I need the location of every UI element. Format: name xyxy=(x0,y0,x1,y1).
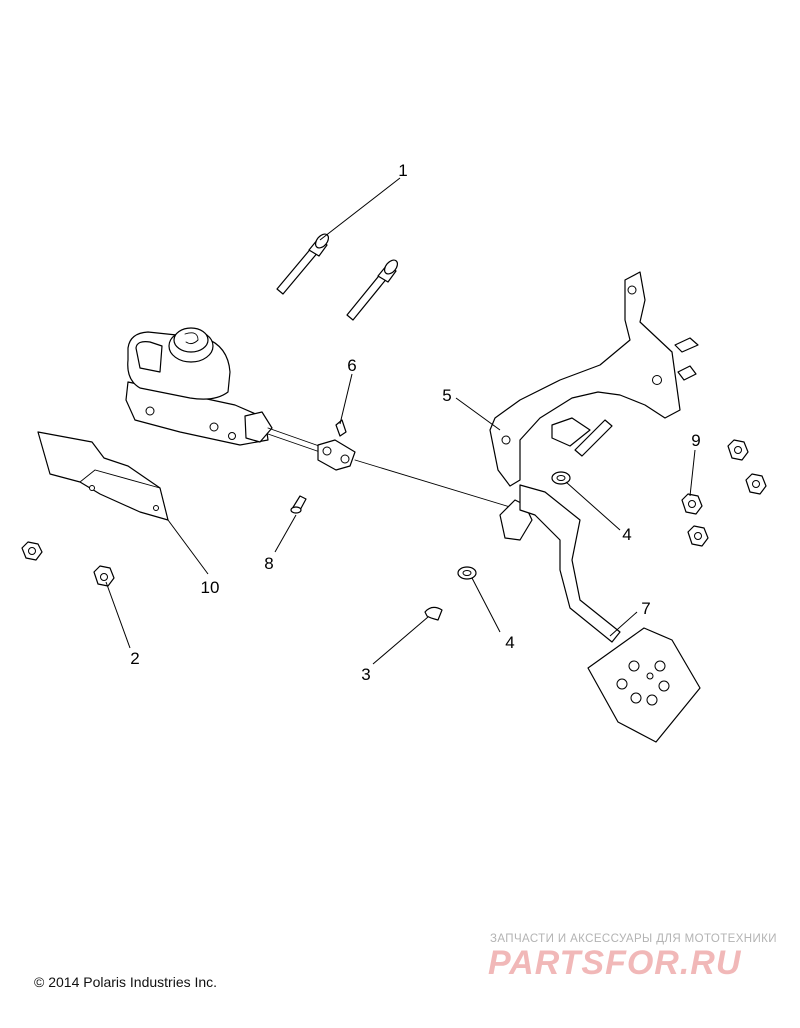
leader-6 xyxy=(339,373,353,425)
nut-right-1 xyxy=(727,439,749,461)
leader-5 xyxy=(455,397,501,431)
watermark-brand: PARTSFOR.RU xyxy=(488,944,742,982)
washer-upper xyxy=(551,471,571,485)
nut-left-upper xyxy=(21,541,43,561)
bolt-upper xyxy=(276,233,330,295)
callout-2: 2 xyxy=(130,649,139,668)
nut-left-lower xyxy=(93,565,115,587)
copyright-notice: © 2014 Polaris Industries Inc. xyxy=(34,974,218,990)
leader-7 xyxy=(609,611,638,637)
callout-4b: 4 xyxy=(505,633,514,652)
callout-7: 7 xyxy=(641,599,650,618)
leader-9 xyxy=(689,449,696,497)
e-clip xyxy=(424,606,443,621)
nut-right-2 xyxy=(745,473,767,495)
callout-8: 8 xyxy=(264,554,273,573)
callout-10: 10 xyxy=(201,578,220,597)
nut-right-3 xyxy=(681,493,703,515)
leader-4b xyxy=(471,577,501,633)
clevis-pin xyxy=(290,495,307,514)
callout-3: 3 xyxy=(361,665,370,684)
leader-3 xyxy=(372,616,429,665)
leader-4a xyxy=(565,481,621,531)
pedal-mount-bracket xyxy=(489,271,699,487)
callout-5: 5 xyxy=(442,386,451,405)
leader-10 xyxy=(167,519,209,575)
callout-4a: 4 xyxy=(622,525,631,544)
leader-8 xyxy=(274,514,297,553)
bolt-lower xyxy=(346,259,399,321)
callout-6: 6 xyxy=(347,356,356,375)
watermark-tagline: ЗАПЧАСТИ И АКСЕССУАРЫ ДЛЯ МОТОТЕХНИКИ xyxy=(490,933,777,945)
clevis xyxy=(317,419,356,471)
callout-9: 9 xyxy=(691,431,700,450)
master-cylinder xyxy=(125,327,323,453)
washer-lower xyxy=(457,566,477,580)
callout-1: 1 xyxy=(398,161,407,180)
leader-1 xyxy=(319,177,401,241)
heat-shield xyxy=(37,431,169,521)
nut-right-4 xyxy=(687,525,709,547)
brake-pedal xyxy=(499,484,701,743)
leader-2 xyxy=(105,581,131,649)
